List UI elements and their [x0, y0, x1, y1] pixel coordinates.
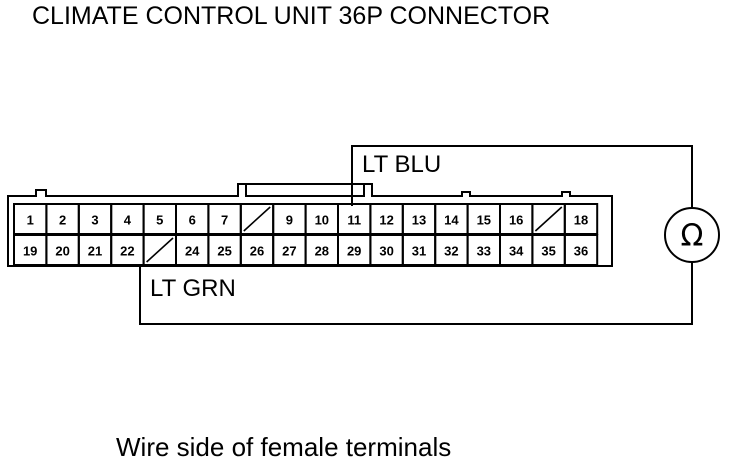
unused-pin-slash	[146, 237, 174, 263]
lt-blu-wire	[351, 145, 693, 208]
lt-grn-label: LT GRN	[150, 275, 236, 302]
pin-number: 21	[88, 244, 102, 259]
diagram-title: CLIMATE CONTROL UNIT 36P CONNECTOR	[32, 2, 550, 30]
ohm-symbol: Ω	[681, 219, 704, 254]
pin-number: 22	[120, 244, 134, 259]
lt-blu-label: LT BLU	[362, 151, 441, 178]
pin-number: 1	[27, 213, 34, 228]
pin-number: 16	[509, 213, 523, 228]
pin-number: 33	[477, 244, 491, 259]
pin-number: 2	[59, 213, 66, 228]
pin-number: 36	[574, 244, 588, 259]
pin-number: 12	[379, 213, 393, 228]
pin-number: 18	[574, 213, 588, 228]
pin-number: 15	[477, 213, 491, 228]
pin-number: 6	[189, 213, 196, 228]
pin-number: 19	[23, 244, 37, 259]
pin-number: 5	[156, 213, 163, 228]
unused-pin-slash	[534, 206, 563, 232]
diagram-caption: Wire side of female terminals	[116, 432, 451, 462]
ohmmeter-icon	[664, 207, 720, 263]
ohmmeter: Ω	[664, 207, 720, 263]
pin-number: 14	[444, 213, 459, 228]
pin-number: 4	[124, 213, 132, 228]
lt-grn-wire	[139, 262, 693, 325]
pin-number: 29	[347, 244, 361, 259]
pin-number: 26	[250, 244, 264, 259]
pin-number: 24	[185, 244, 200, 259]
pin-number: 20	[55, 244, 69, 259]
pin-number: 27	[282, 244, 296, 259]
wiring	[139, 145, 693, 325]
pin-number: 30	[379, 244, 393, 259]
pin-number: 34	[509, 244, 524, 259]
pin-number: 32	[444, 244, 458, 259]
unused-pin-slash	[243, 206, 271, 232]
pin-row-bottom: 19 20 21 22 24 25 26 27 28 29 30 31 32 33 34 35 36	[13, 234, 599, 266]
pin-number: 7	[221, 213, 228, 228]
pin-number: 9	[286, 213, 293, 228]
pin-number: 13	[412, 213, 426, 228]
pin-cell	[563, 234, 599, 266]
pin-number: 35	[541, 244, 555, 259]
pin-number: 28	[315, 244, 329, 259]
pin-number: 10	[315, 213, 329, 228]
connector-housing	[7, 183, 613, 267]
pin-number: 11	[347, 213, 361, 228]
pin-number: 3	[91, 213, 98, 228]
pin-number: 31	[412, 244, 426, 259]
pin-number: 25	[217, 244, 231, 259]
